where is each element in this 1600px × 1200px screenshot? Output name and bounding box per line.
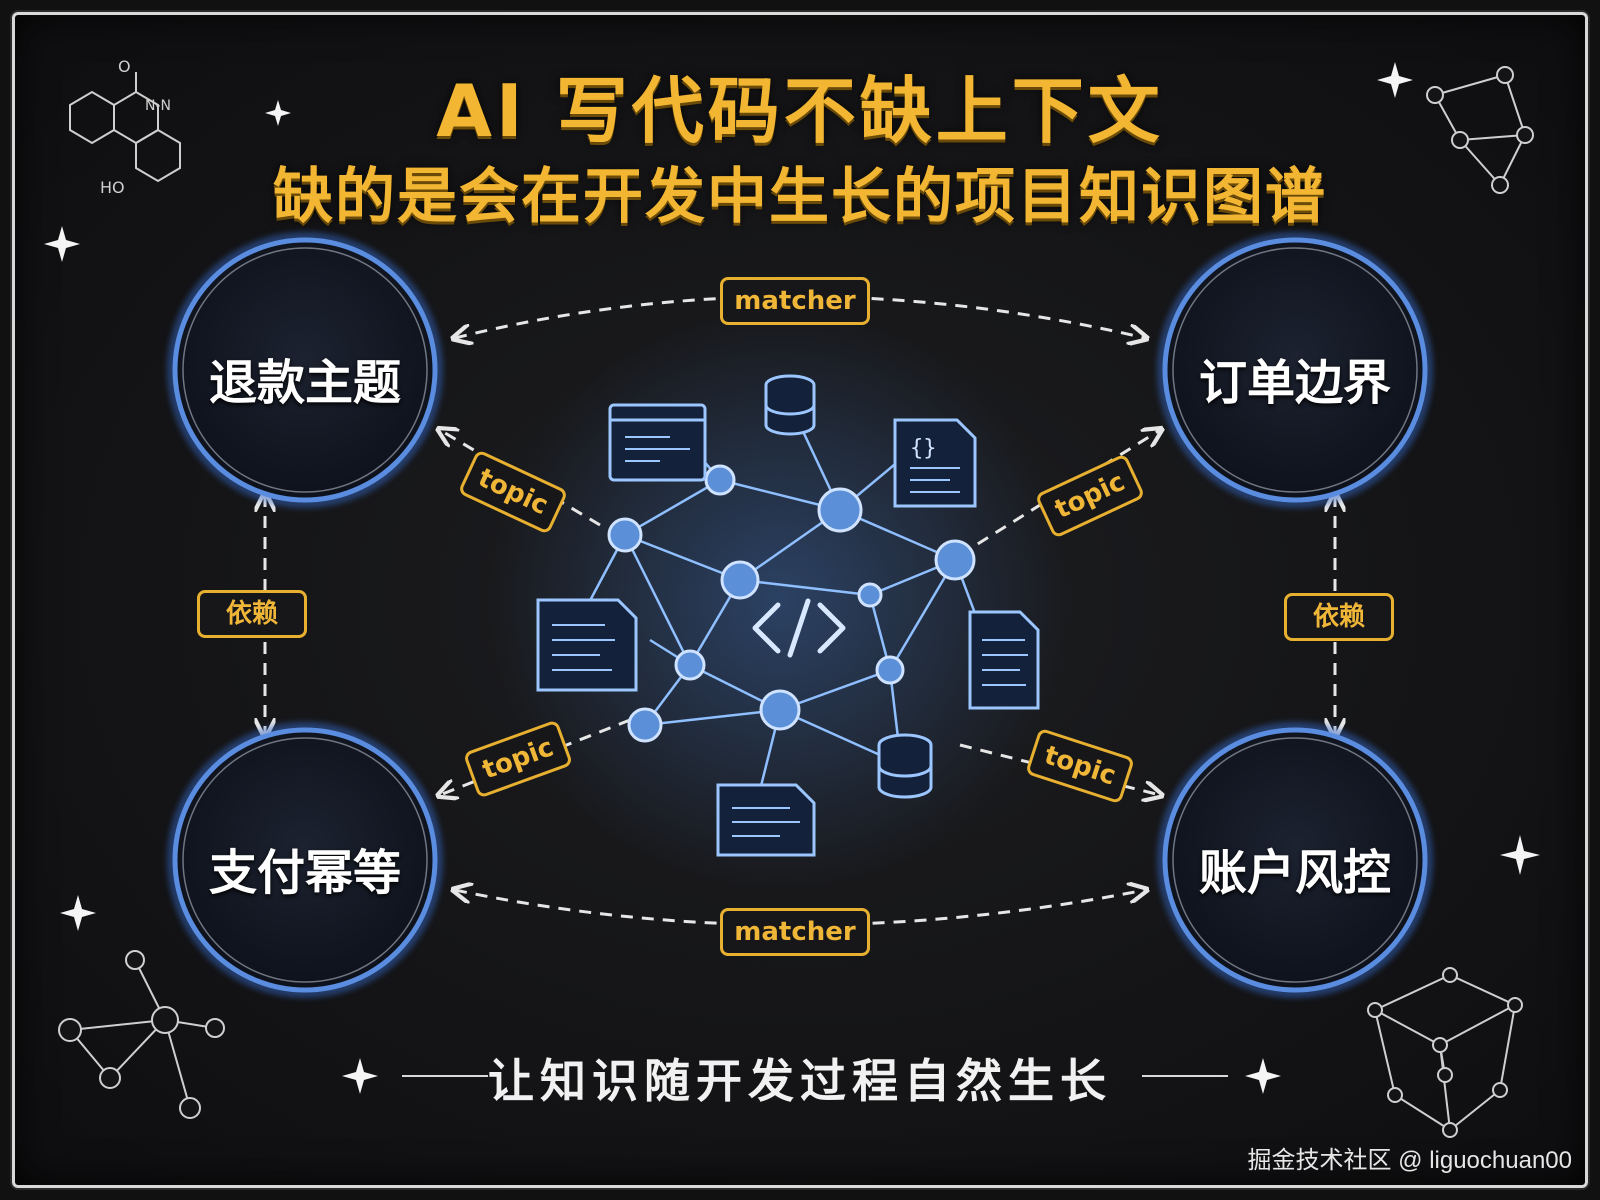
node-circle-top-left [167,232,443,508]
database-icon [877,733,933,799]
database-icon [764,374,816,436]
edge-tag-matcher-top: matcher [720,277,870,325]
footer-slogan: 让知识随开发过程自然生长 [488,1054,1112,1108]
svg-text:HO: HO [100,178,125,197]
node-label-top-right: 订单边界 [1198,355,1391,411]
node-label-bottom-right: 账户风控 [1198,845,1391,901]
node-label-top-left: 退款主题 [208,355,401,411]
sparkle-icons [44,62,1540,1094]
topic-nodes [167,232,1433,998]
edge-tag-dependency-left: 依赖 [197,590,307,638]
edge-tag-matcher-bottom: matcher [720,908,870,956]
node-circle-bottom-right [1157,722,1433,998]
sparkle-icon [60,895,96,931]
document-icon [716,783,816,857]
title-line-1: AI 写代码不缺上下文 [436,69,1164,153]
code-file-icon: {} [893,418,977,508]
network-nodes [607,464,976,743]
node-circle-bottom-left [167,722,443,998]
sparkle-icon [1377,62,1413,98]
arrow-topic-bl [440,718,631,795]
arrow-topic-tr [959,430,1160,557]
title-line-2: 缺的是会在开发中生长的项目知识图谱 [273,162,1327,232]
code-brackets-icon [752,598,846,658]
edge-tag-dependency-right: 依赖 [1284,593,1394,641]
sparkle-icon [1245,1058,1281,1094]
document-icon [968,610,1040,710]
terminal-window-icon [608,403,707,482]
sparkle-icon [1500,835,1540,875]
node-circle-top-right [1157,232,1433,508]
molecule-doodle-bottom-left-icon [58,950,225,1119]
sparkle-icon [44,226,80,262]
cube-doodle-icon [1367,967,1523,1138]
watermark: 掘金技术社区 @ liguochuan00 [1247,1147,1573,1174]
molecule-doodle-icon: O HO N-N [69,57,181,197]
svg-text:O: O [118,57,131,76]
svg-text:{}: {} [910,436,937,461]
svg-text:N-N: N-N [145,98,171,114]
node-label-bottom-left: 支付幂等 [208,845,401,901]
sparkle-icon [265,100,291,126]
document-icon [536,598,638,692]
sparkle-icon [342,1058,378,1094]
arrow-topic-br [959,743,1160,795]
network-doodle-icon [1426,66,1534,194]
